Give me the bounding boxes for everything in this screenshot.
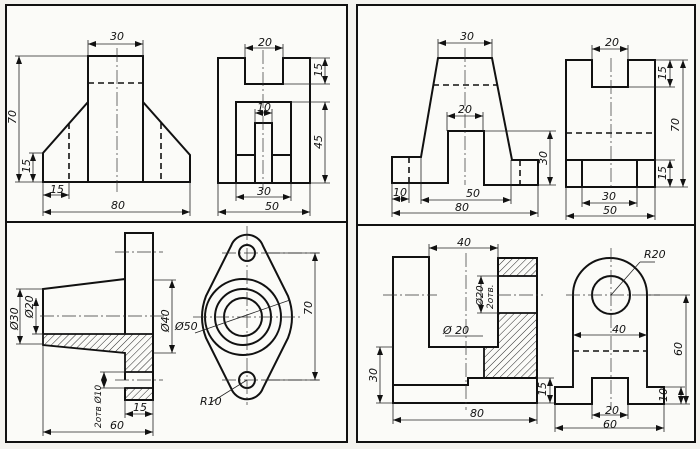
dim-label: 60 bbox=[603, 418, 617, 431]
dim-label: Ø 20 bbox=[442, 324, 469, 337]
dim-label: 30 bbox=[367, 368, 380, 382]
dim-label: 15 bbox=[20, 159, 33, 173]
dim-label: 20 bbox=[258, 36, 272, 49]
hatched-section bbox=[497, 257, 538, 277]
extension-line bbox=[610, 261, 641, 296]
hatched-section bbox=[124, 387, 154, 401]
dim-label: 15 bbox=[50, 183, 64, 196]
extension-line bbox=[194, 299, 291, 334]
dim-label: 40 bbox=[457, 236, 471, 249]
dim-label: Ø20 bbox=[474, 285, 486, 307]
dim-label: 60 bbox=[672, 342, 685, 356]
dim-label: 40 bbox=[612, 323, 626, 336]
dim-label: 15 bbox=[536, 382, 549, 396]
dim-label: 70 bbox=[669, 118, 682, 132]
dim-label: 45 bbox=[312, 135, 325, 149]
flange-plan-outline bbox=[201, 233, 293, 401]
dim-label: 70 bbox=[302, 301, 315, 315]
panel-bottom-right: 40 Ø20 2отв. Ø 20 30 15 80 R20 40 60 10 … bbox=[367, 236, 685, 431]
dim-label: 10 bbox=[393, 186, 407, 199]
front-section-outline bbox=[392, 256, 538, 404]
dim-label: 30 bbox=[460, 30, 474, 43]
dim-label: 30 bbox=[537, 151, 550, 165]
dim-label: 80 bbox=[470, 407, 484, 420]
dim-label: Ø40 bbox=[159, 309, 172, 333]
dim-label: 20 bbox=[605, 36, 619, 49]
dim-label: 10 bbox=[657, 388, 670, 402]
dim-label: 50 bbox=[466, 187, 480, 200]
dim-label: 15 bbox=[656, 166, 669, 180]
dim-label: 50 bbox=[603, 204, 617, 217]
dim-label: 15 bbox=[133, 401, 147, 414]
dim-label: Ø30 bbox=[8, 307, 21, 331]
dim-label: 30 bbox=[110, 30, 124, 43]
dim-label: Ø20 bbox=[23, 295, 36, 319]
dim-label: 15 bbox=[312, 63, 325, 77]
extension-line bbox=[209, 379, 248, 404]
dim-label: Ø50 bbox=[174, 320, 198, 333]
dim-label: 70 bbox=[6, 110, 19, 124]
dim-label: 10 bbox=[257, 101, 271, 114]
dim-label: 30 bbox=[257, 185, 271, 198]
dim-label: 15 bbox=[656, 66, 669, 80]
dim-label: 2отв. bbox=[486, 284, 496, 309]
dim-label: 50 bbox=[265, 200, 279, 213]
extension-lines bbox=[15, 39, 690, 436]
dim-label: 60 bbox=[110, 419, 124, 432]
dim-label: R10 bbox=[200, 395, 222, 408]
left-frame bbox=[5, 4, 348, 443]
dim-label: 80 bbox=[455, 201, 469, 214]
dim-label: 20 bbox=[458, 103, 472, 116]
dim-label: R20 bbox=[644, 248, 666, 261]
dim-label: 80 bbox=[111, 199, 125, 212]
dim-label: 30 bbox=[602, 190, 616, 203]
dim-label: 2отв Ø10 bbox=[93, 385, 104, 428]
dimension-lines bbox=[16, 40, 689, 435]
